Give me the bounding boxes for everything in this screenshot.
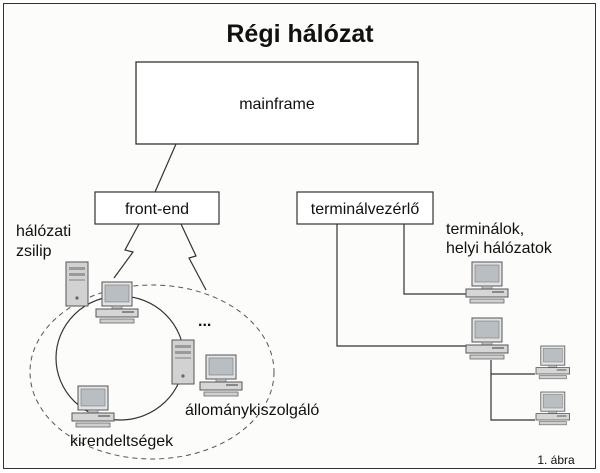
desktop-computer-icon: [71, 385, 115, 428]
gateway-label-line2: zsilip: [16, 243, 52, 260]
desktop-computer-icon: [199, 354, 243, 397]
mainframe-label: mainframe: [239, 96, 315, 113]
wireless-link-left: [113, 223, 140, 279]
desktop-computer-icon: [465, 261, 509, 304]
tower-computer-icon: [171, 339, 195, 385]
gateway-label-line1: hálózati: [16, 223, 71, 240]
desktop-computer-icon: [535, 345, 570, 380]
file-server-computer: [171, 339, 243, 397]
mainframe-frontend-link: [154, 143, 177, 193]
terminal-wiring: [336, 224, 535, 421]
figure-caption: 1. ábra: [537, 453, 575, 467]
desktop-computer-icon: [465, 317, 509, 360]
desktop-computer-icon: [535, 391, 570, 426]
wireless-link-right: [180, 223, 207, 291]
front-end-label: front-end: [125, 201, 189, 218]
gateway-computer: [65, 261, 139, 324]
terminal-controller-label: terminálvezérlő: [311, 201, 420, 218]
front-end-box: [94, 191, 220, 225]
terminals-label-line2: helyi hálózatok: [446, 240, 553, 257]
mainframe-box: [135, 61, 419, 145]
diagram-title: Régi hálózat: [226, 20, 374, 48]
terminals-label-line1: terminálok,: [446, 221, 524, 238]
more-nodes-ellipsis: ...: [198, 313, 211, 330]
file-server-label: állománykiszolgáló: [185, 402, 319, 419]
branches-label: kirendeltségek: [70, 433, 174, 450]
desktop-computer-icon: [95, 281, 139, 324]
tower-computer-icon: [65, 261, 89, 307]
terminal-controller-box: [296, 191, 434, 225]
branch-network-boundary: [29, 284, 275, 460]
